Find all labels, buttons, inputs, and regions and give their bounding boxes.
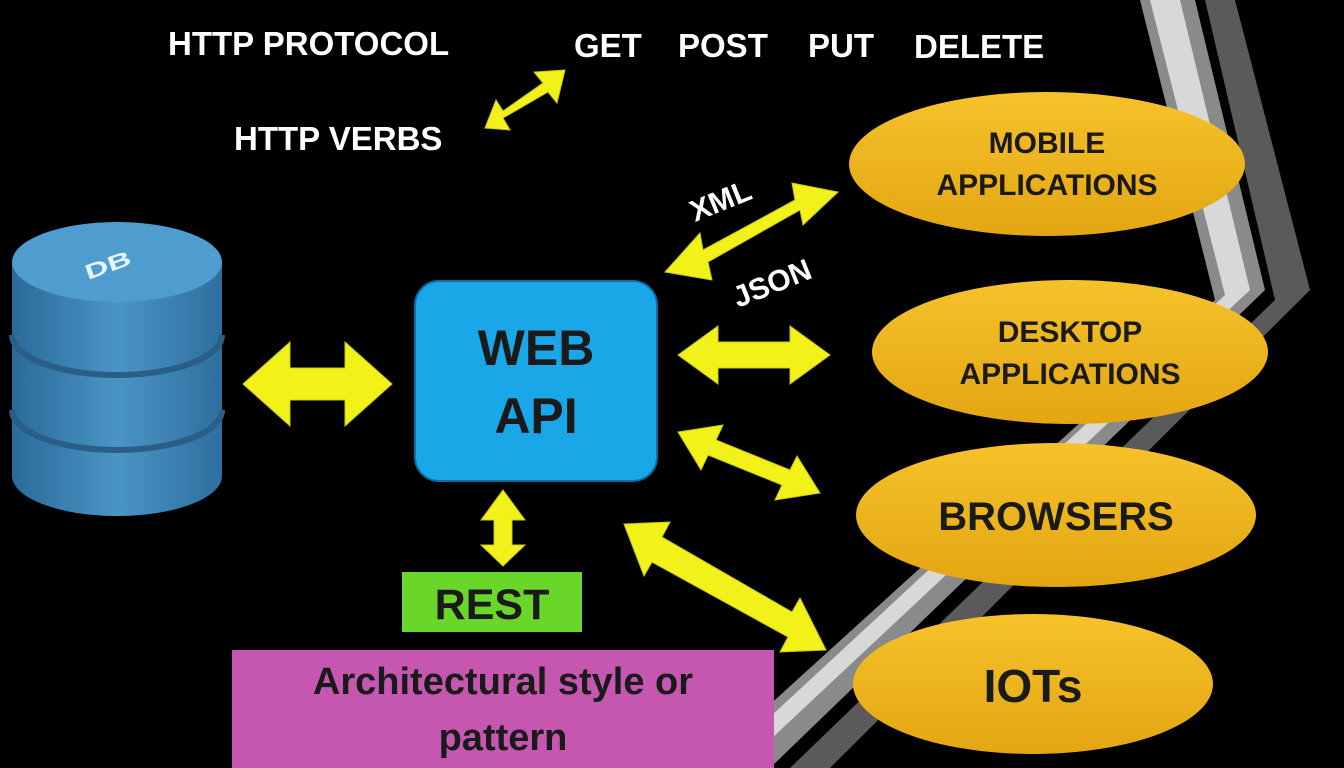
verb-get: GET xyxy=(574,27,642,64)
db-cylinder: DB xyxy=(9,222,225,516)
arrow-protocol-verbs xyxy=(484,69,566,131)
web-api-box: WEB API xyxy=(414,280,658,482)
rest-box: REST xyxy=(402,572,582,632)
architecture-box: Architectural style or pattern xyxy=(232,650,774,768)
arrow-api-browsers xyxy=(677,424,821,501)
client-browsers-label: BROWSERS xyxy=(938,495,1174,539)
client-iots: IOTs xyxy=(853,614,1213,754)
client-desktop-line2: APPLICATIONS xyxy=(959,358,1180,391)
verb-put: PUT xyxy=(808,27,874,64)
web-api-line2: API xyxy=(494,388,577,444)
client-browsers: BROWSERS xyxy=(856,443,1256,587)
verb-post: POST xyxy=(678,27,768,64)
rest-label: REST xyxy=(435,581,550,629)
arrow-api-desktop xyxy=(677,325,831,385)
client-desktop: DESKTOP APPLICATIONS xyxy=(872,280,1268,424)
arrow-api-iots xyxy=(623,521,827,653)
client-mobile-line1: MOBILE xyxy=(989,127,1106,160)
http-protocol-label: HTTP PROTOCOL xyxy=(168,25,449,62)
arrow-api-rest xyxy=(479,489,527,567)
http-verbs-label: HTTP VERBS xyxy=(234,120,442,157)
client-mobile: MOBILE APPLICATIONS xyxy=(849,92,1245,236)
verb-delete: DELETE xyxy=(914,28,1044,65)
client-mobile-line2: APPLICATIONS xyxy=(936,169,1157,202)
web-api-line1: WEB xyxy=(478,320,595,376)
json-label: JSON xyxy=(728,253,816,314)
client-desktop-line1: DESKTOP xyxy=(998,316,1142,349)
arrow-db-api xyxy=(242,340,393,428)
client-iots-label: IOTs xyxy=(984,660,1083,712)
arrow-api-mobile xyxy=(664,182,840,281)
architecture-line2: pattern xyxy=(439,717,568,759)
xml-label: XML xyxy=(685,174,756,228)
architecture-line1: Architectural style or xyxy=(313,661,693,703)
